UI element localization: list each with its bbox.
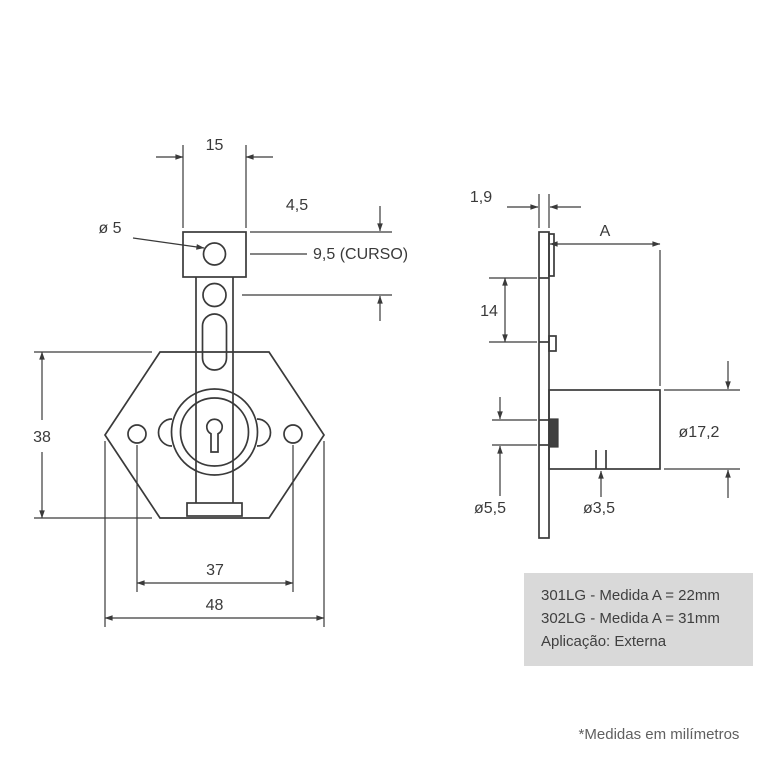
latch-hole-retracted: [202, 282, 227, 308]
mounting-plate-outline: [103, 351, 326, 519]
dim-tab-width-label: 15: [206, 137, 224, 154]
housing-notch-left: [157, 418, 173, 447]
guide-slot: [201, 313, 228, 371]
dim-hole-offset-label: 4,5: [286, 197, 308, 214]
info-box-background: [524, 573, 753, 666]
front-view-dimensions: 15 ø 5 4,5 9,5 (CURSO) 38 37: [33, 137, 408, 627]
dim-offset-top-label: 14: [480, 303, 498, 320]
dim-body-diameter-label: ø17,2: [679, 424, 720, 441]
guide-step-profile: [548, 335, 557, 352]
info-model-302lg: 302LG - Medida A = 31mm: [541, 610, 720, 627]
front-view: [103, 231, 326, 519]
mounting-hole-left: [127, 424, 147, 444]
dim-stroke-travel-label: 9,5 (CURSO): [313, 246, 408, 263]
cylinder-inner-ring: [179, 397, 250, 467]
body-foot: [186, 502, 243, 517]
cylinder-body-profile: [548, 389, 661, 470]
latch-tab-outline: [182, 231, 247, 278]
plate-profile: [538, 231, 550, 539]
dim-plate-width-label: 48: [206, 597, 224, 614]
dim-hole-diameter-label: ø 5: [98, 220, 121, 237]
info-application: Aplicação: Externa: [541, 633, 667, 650]
dim-plate-hole-diameter-label: ø5,5: [474, 500, 506, 517]
cam-profile: [548, 418, 559, 448]
latch-hole: [202, 242, 227, 266]
dim-plate-thickness-label: 1,9: [470, 189, 492, 206]
housing-notch-right: [256, 418, 272, 447]
keyhole: [205, 418, 224, 453]
side-view: [538, 231, 661, 539]
dim-screw-hole-diameter-label: ø3,5: [583, 500, 615, 517]
mounting-hole-right: [283, 424, 303, 444]
dim-hole-spacing-label: 37: [206, 562, 224, 579]
cylinder-outer-ring: [170, 388, 259, 476]
units-footnote: *Medidas em milímetros: [579, 726, 740, 743]
bolt-profile: [548, 233, 555, 277]
side-view-dimensions: 1,9 A 14 ø5,5 ø3,5 ø17,2: [470, 189, 740, 517]
info-box: 301LG - Medida A = 22mm 302LG - Medida A…: [524, 573, 753, 666]
dim-plate-height-label: 38: [33, 429, 51, 446]
dim-body-length-label: A: [600, 223, 611, 240]
info-model-301lg: 301LG - Medida A = 22mm: [541, 587, 720, 604]
leader-line: [132, 237, 205, 250]
